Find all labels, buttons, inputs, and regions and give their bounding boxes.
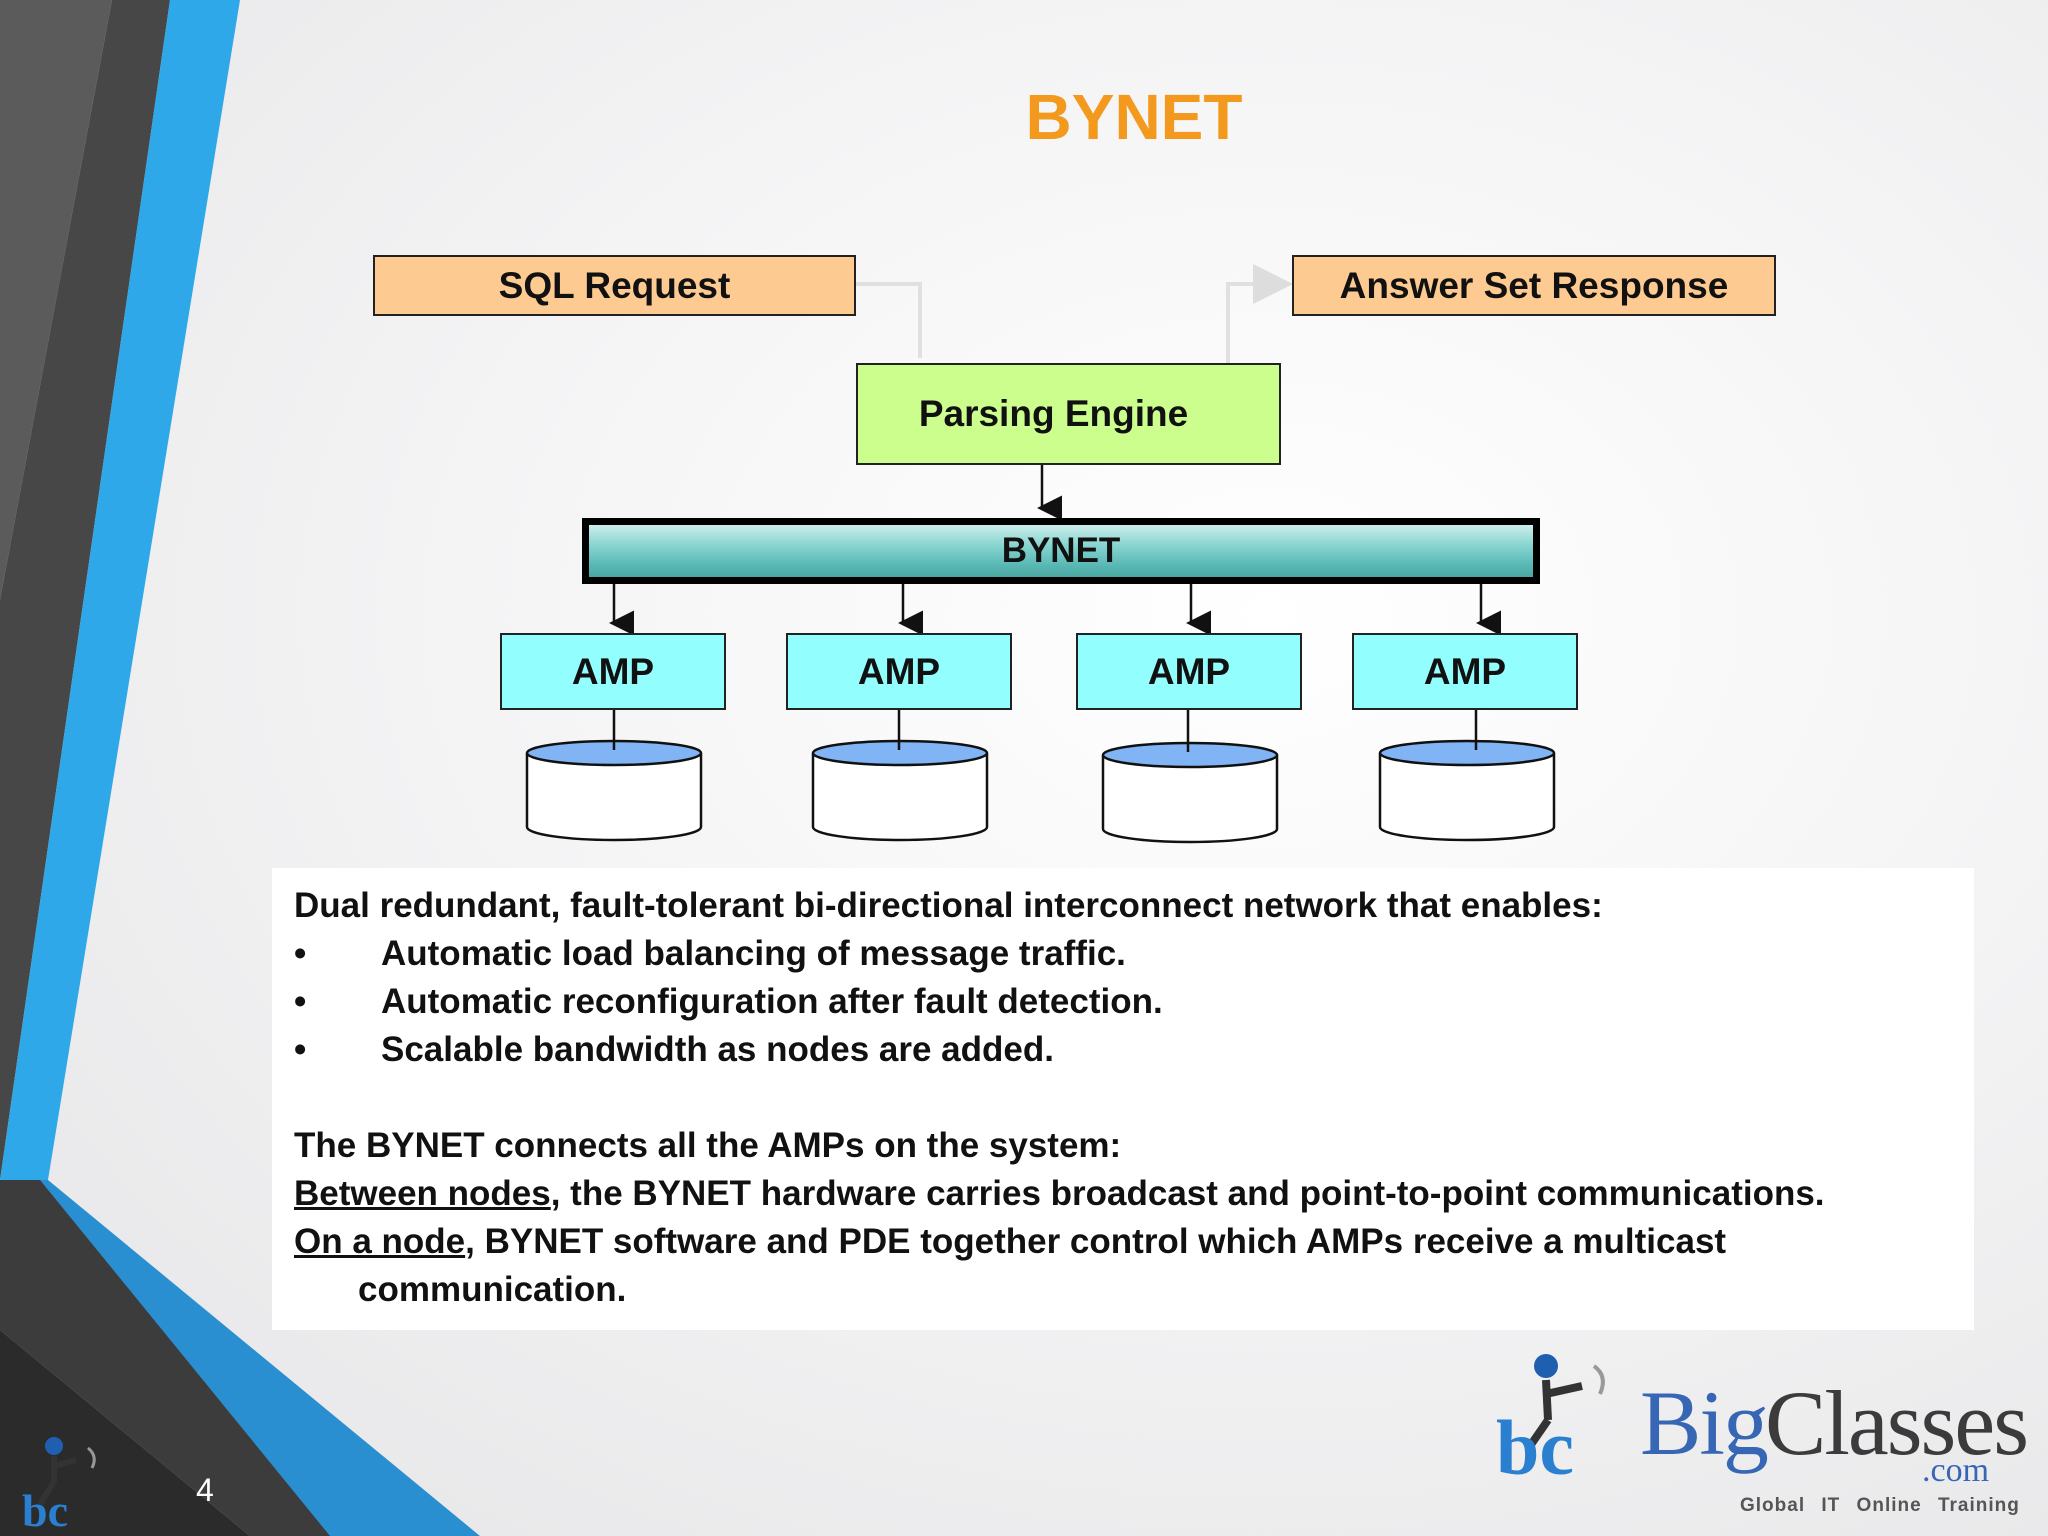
connects-text: The BYNET connects all the AMPs on the s… <box>294 1126 1122 1165</box>
bigclasses-logo: bc Big Classes .com Global IT Online Tra… <box>1490 1350 2029 1520</box>
on-a-node-label: On a node <box>294 1222 466 1261</box>
bullet-text: Automatic reconfiguration after fault de… <box>381 982 1163 1021</box>
bullet-item: • Automatic load balancing of message tr… <box>294 930 1952 978</box>
amp-box: AMP <box>1076 633 1302 710</box>
parsing-engine-box: Parsing Engine <box>856 363 1281 465</box>
logo-com-text: .com <box>1922 1452 1990 1489</box>
logo-big-text: Big <box>1640 1372 1769 1474</box>
disk-icon <box>1378 710 1556 842</box>
bullet-item: • Scalable bandwidth as nodes are added. <box>294 1026 1952 1074</box>
bullet-marker: • <box>294 934 307 973</box>
bynet-bar: BYNET <box>582 518 1540 584</box>
on-a-node-continuation: communication. <box>358 1270 627 1309</box>
corner-logo-icon: bc <box>22 1437 96 1530</box>
bullet-text: Scalable bandwidth as nodes are added. <box>381 1030 1054 1069</box>
bullet-marker: • <box>294 1030 307 1069</box>
description-panel: Dual redundant, fault-tolerant bi-direct… <box>272 868 1974 1330</box>
logo-classes-text: Classes <box>1765 1372 2029 1474</box>
logo-tagline: Global IT Online Training <box>1740 1495 2020 1516</box>
on-a-node-line: On a node, BYNET software and PDE togeth… <box>294 1218 1952 1266</box>
amp-box: AMP <box>1352 633 1578 710</box>
answer-set-response-box: Answer Set Response <box>1292 255 1776 316</box>
svg-text:bc: bc <box>1496 1404 1574 1480</box>
slide-title: BYNET <box>1025 81 1243 153</box>
bullet-text: Automatic load balancing of message traf… <box>381 934 1126 973</box>
disk-icon <box>1101 710 1279 844</box>
page-number: 4 <box>196 1472 214 1508</box>
intro-text: Dual redundant, fault-tolerant bi-direct… <box>294 886 1603 925</box>
disk-icon <box>525 710 703 842</box>
between-nodes-label: Between nodes <box>294 1174 551 1213</box>
sql-request-box: SQL Request <box>373 255 856 316</box>
between-nodes-text: , the BYNET hardware carries broadcast a… <box>550 1174 1825 1213</box>
bullet-marker: • <box>294 982 307 1021</box>
bullet-item: • Automatic reconfiguration after fault … <box>294 978 1952 1026</box>
on-a-node-text: , BYNET software and PDE together contro… <box>465 1222 1727 1261</box>
between-nodes-line: Between nodes, the BYNET hardware carrie… <box>294 1170 1952 1218</box>
amp-box: AMP <box>786 633 1012 710</box>
amp-box: AMP <box>500 633 726 710</box>
logo-figure-icon: bc <box>1496 1354 1605 1480</box>
svg-text:bc: bc <box>22 1485 68 1530</box>
disk-icon <box>811 710 989 842</box>
